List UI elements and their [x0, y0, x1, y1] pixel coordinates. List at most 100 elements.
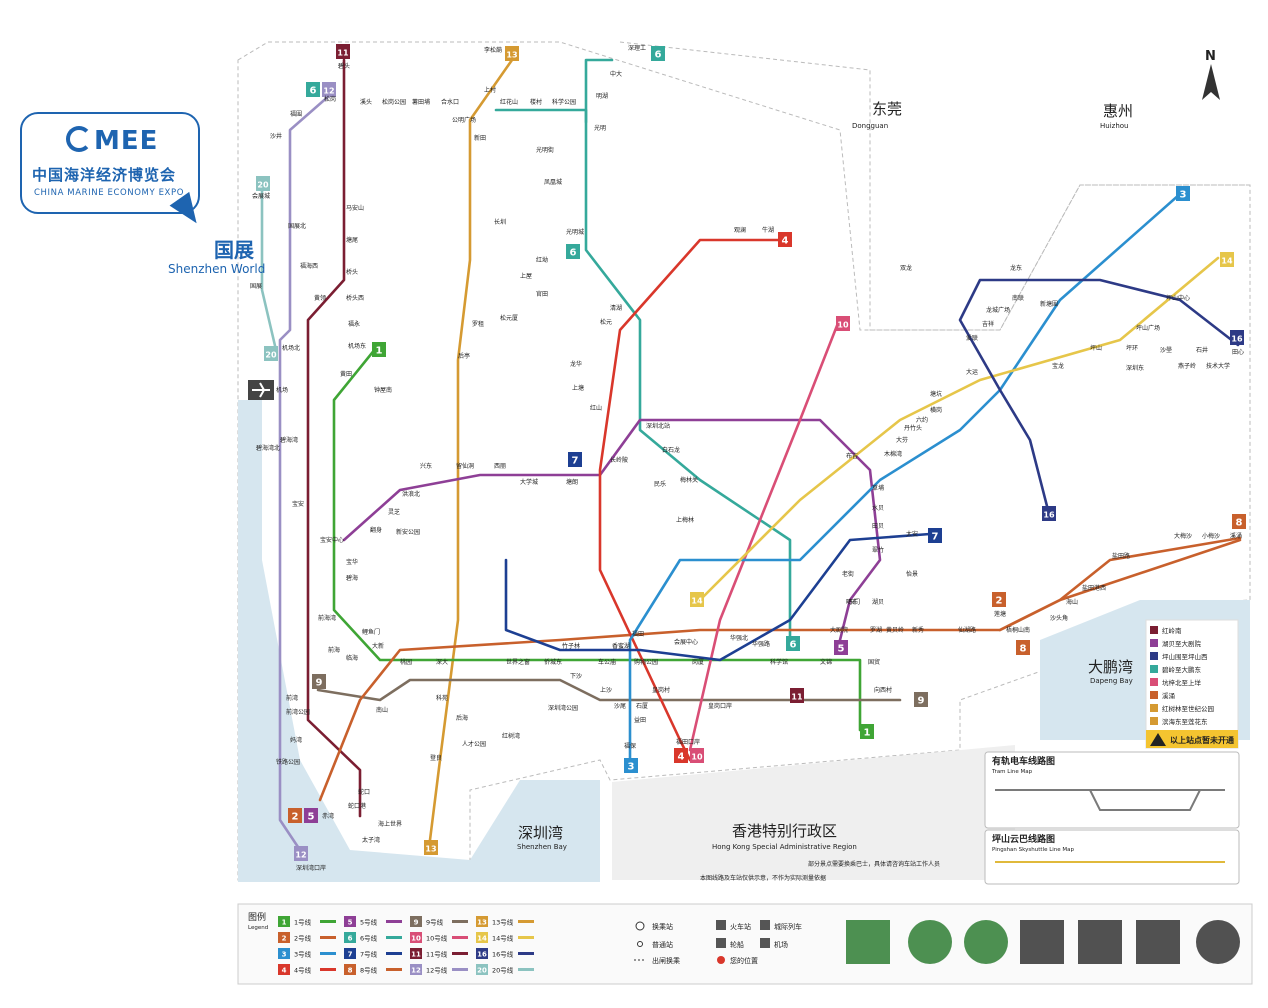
station-label[interactable]: 溪头	[360, 98, 372, 106]
station-label[interactable]: 桥头	[346, 268, 358, 276]
station-label[interactable]: 沙尾	[614, 703, 626, 710]
station-label[interactable]: 长岭陂	[610, 456, 628, 464]
station-label[interactable]: 铁路公园	[276, 758, 300, 766]
station-label[interactable]: 文锦	[820, 658, 832, 666]
station-label[interactable]: 官田	[536, 290, 548, 298]
line-3-badge[interactable]: 3	[1176, 186, 1190, 201]
line-4-path[interactable]	[598, 238, 786, 762]
station-label[interactable]: 南山	[376, 706, 388, 714]
station-label[interactable]: 观澜	[734, 226, 746, 234]
station-label[interactable]: 水贝	[872, 504, 884, 512]
station-label[interactable]: 妈湾	[290, 736, 302, 744]
station-label[interactable]: 坪山中心	[1166, 294, 1190, 302]
station-label[interactable]: 蛇口	[358, 788, 370, 796]
station-label[interactable]: 公明广场	[452, 116, 476, 124]
station-label[interactable]: 碧海	[346, 574, 358, 582]
station-label[interactable]: 洪浪北	[402, 490, 420, 498]
station-label[interactable]: 田贝	[872, 523, 884, 530]
station-label[interactable]: 科学馆	[770, 658, 788, 666]
line-20-badge[interactable]: 20	[264, 346, 278, 361]
station-label[interactable]: 石井	[1196, 346, 1208, 354]
line-3-path[interactable]	[628, 192, 1182, 762]
station-label[interactable]: 临海	[346, 654, 358, 662]
station-label[interactable]: 登良	[430, 754, 442, 762]
line-2-badge[interactable]: 2	[288, 808, 302, 823]
line-9-badge[interactable]: 9	[914, 692, 928, 707]
station-label[interactable]: 蛇口港	[348, 802, 366, 810]
station-label[interactable]: 机场	[276, 386, 288, 394]
line-6-badge[interactable]: 6	[786, 636, 800, 651]
line-12-badge[interactable]: 12	[294, 846, 308, 861]
qr-code-icon[interactable]	[964, 920, 1008, 964]
station-label[interactable]: 留仙洞	[456, 462, 474, 470]
station-label[interactable]: 龙华	[570, 360, 582, 368]
line-10-badge[interactable]: 10	[690, 748, 704, 763]
station-label[interactable]: 湖贝	[872, 598, 884, 606]
qr-code-icon[interactable]	[1020, 920, 1064, 964]
station-label[interactable]: 光明城	[566, 228, 584, 236]
station-label[interactable]: 机场北	[282, 344, 300, 352]
line-9-badge[interactable]: 9	[312, 674, 326, 689]
station-label[interactable]: 龙城广场	[986, 306, 1010, 314]
station-label[interactable]: 白石龙	[662, 446, 680, 454]
station-label[interactable]: 深大	[436, 658, 448, 666]
station-label[interactable]: 田心	[1232, 349, 1244, 356]
station-label[interactable]: 深圳东	[1126, 364, 1144, 372]
line-5-badge[interactable]: 5	[834, 640, 848, 655]
station-label[interactable]: 塘朗	[566, 478, 578, 486]
station-label[interactable]: 大梅沙	[1174, 532, 1192, 540]
line-2-badge[interactable]: 2	[992, 592, 1006, 607]
station-label[interactable]: 怡景	[906, 570, 918, 578]
station-label[interactable]: 吉祥	[982, 320, 994, 328]
station-label[interactable]: 新安公园	[396, 528, 420, 536]
station-label[interactable]: 中大	[610, 70, 622, 78]
station-label[interactable]: 梧桐山南	[1006, 626, 1030, 634]
station-label[interactable]: 深圳湾口岸	[296, 864, 326, 872]
line-6-badge[interactable]: 6	[306, 82, 320, 97]
station-label[interactable]: 红树湾	[502, 732, 520, 740]
line-20-badge[interactable]: 20	[256, 176, 270, 191]
station-label[interactable]: 碧海湾	[280, 436, 298, 444]
station-label[interactable]: 横岗	[930, 406, 942, 414]
station-label[interactable]: 牛湖	[762, 226, 774, 234]
line-13-path[interactable]	[428, 58, 514, 842]
station-label[interactable]: 皇岗口岸	[708, 702, 732, 710]
line-5-path[interactable]	[342, 418, 882, 642]
line-8-badge[interactable]: 8	[1232, 514, 1246, 529]
line-16-badge[interactable]: 16	[1042, 506, 1056, 521]
line-20-path[interactable]	[260, 186, 278, 352]
station-label[interactable]: 后亭	[458, 352, 470, 360]
station-label[interactable]: 向西村	[874, 686, 892, 694]
station-label[interactable]: 宝安	[292, 500, 304, 508]
station-label[interactable]: 前海湾	[318, 614, 336, 622]
line-14-badge[interactable]: 14	[690, 592, 704, 607]
station-label[interactable]: 大新	[372, 642, 384, 650]
station-label[interactable]: 翠竹	[872, 546, 884, 554]
station-label[interactable]: 翻身	[370, 526, 382, 534]
station-label[interactable]: 侨城东	[544, 658, 562, 666]
station-label[interactable]: 红坳	[536, 256, 548, 264]
line-11-path[interactable]	[306, 58, 362, 818]
station-label[interactable]: 马安山	[346, 204, 364, 212]
station-label[interactable]: 新塘围	[1040, 300, 1058, 308]
line-8-path[interactable]	[998, 536, 1242, 632]
station-label[interactable]: 新秀	[912, 626, 924, 634]
station-label[interactable]: 深理工	[628, 44, 646, 52]
qr-code-icon[interactable]	[1136, 920, 1180, 964]
station-label[interactable]: 灵芝	[388, 508, 400, 516]
station-label[interactable]: 红花山	[500, 98, 518, 106]
station-label[interactable]: 碧海湾北	[256, 444, 280, 452]
station-label[interactable]: 梅林关	[680, 476, 698, 484]
line-3-badge[interactable]: 3	[624, 758, 638, 773]
line-12-path[interactable]	[278, 93, 332, 852]
line-11-badge[interactable]: 11	[336, 44, 350, 59]
station-label[interactable]: 机场东	[348, 342, 366, 350]
station-label[interactable]: 丹竹头	[904, 424, 922, 432]
line-6-badge[interactable]: 6	[566, 244, 580, 259]
station-label[interactable]: 兴东	[420, 462, 432, 470]
line-11-badge[interactable]: 11	[790, 688, 804, 703]
station-label[interactable]: 松元	[600, 318, 612, 326]
station-label[interactable]: 草埔	[872, 484, 884, 492]
station-label[interactable]: 桃园	[400, 658, 412, 666]
station-label[interactable]: 西丽	[494, 463, 506, 470]
